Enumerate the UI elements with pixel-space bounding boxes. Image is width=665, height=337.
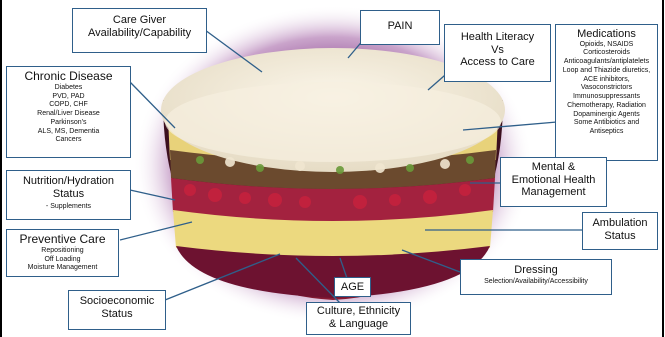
nutrition-line-1: Nutrition/Hydration [7,175,130,188]
nutrition-sub: - Supplements [7,203,130,212]
medications-item: Anticoagulants/antiplatelets [556,58,657,67]
mental-line-2: Emotional Health [501,174,606,187]
ambulation-line-2: Status [583,230,657,243]
medications-box: Medications Opioids, NSAIDS Corticostero… [555,24,658,161]
medications-item: Corticosteroids [556,49,657,58]
dressing-title: Dressing [461,264,611,277]
care-giver-box: Care Giver Availability/Capability [72,8,207,53]
chronic-disease-item: Diabetes [7,84,130,93]
dressing-box: Dressing Selection/Availability/Accessib… [460,259,612,295]
medications-item: Loop and Thiazide diuretics, [556,67,657,76]
medications-title: Medications [556,28,657,41]
chronic-disease-item: PVD, PAD [7,93,130,102]
nutrition-box: Nutrition/Hydration Status - Supplements [6,170,131,220]
age-label: AGE [335,281,370,294]
mental-line-3: Management [501,186,606,199]
socioeconomic-line-1: Socioeconomic [69,295,165,308]
health-literacy-line-2: Vs [445,44,550,57]
culture-line-1: Culture, Ethnicity [307,305,410,318]
age-box: AGE [334,277,371,297]
medications-item: ACE inhibitors, [556,76,657,85]
mental-line-1: Mental & [501,161,606,174]
preventive-item: Off Loading [7,256,118,265]
medications-item: Vasoconstrictors [556,84,657,93]
pain-box: PAIN [360,10,440,45]
preventive-item: Moisture Management [7,264,118,273]
medications-item: Dopaminergic Agents [556,111,657,120]
socioeconomic-box: Socioeconomic Status [68,290,166,330]
preventive-care-box: Preventive Care Repositioning Off Loadin… [6,229,119,277]
mental-health-box: Mental & Emotional Health Management [500,157,607,207]
care-giver-line-2: Availability/Capability [73,27,206,40]
health-literacy-line-3: Access to Care [445,56,550,69]
medications-item: Chemotherapy, Radiation [556,102,657,111]
culture-box: Culture, Ethnicity & Language [306,302,411,335]
ambulation-line-1: Ambulation [583,217,657,230]
chronic-disease-item: Parkinson's [7,119,130,128]
socioeconomic-line-2: Status [69,308,165,321]
nutrition-line-2: Status [7,188,130,201]
chronic-disease-title: Chronic Disease [7,70,130,84]
health-literacy-line-1: Health Literacy [445,31,550,44]
preventive-title: Preventive Care [7,233,118,247]
health-literacy-box: Health Literacy Vs Access to Care [444,24,551,82]
dressing-sub: Selection/Availability/Accessibility [461,278,611,287]
preventive-item: Repositioning [7,247,118,256]
chronic-disease-item: Cancers [7,136,130,145]
chronic-disease-item: ALS, MS, Dementia [7,128,130,137]
chronic-disease-box: Chronic Disease Diabetes PVD, PAD COPD, … [6,66,131,158]
pain-label: PAIN [361,20,439,33]
medications-item: Antiseptics [556,128,657,137]
chronic-disease-item: COPD, CHF [7,101,130,110]
ambulation-box: Ambulation Status [582,212,658,250]
medications-item: Opioids, NSAIDS [556,41,657,50]
care-giver-line-1: Care Giver [73,14,206,27]
culture-line-2: & Language [307,318,410,331]
chronic-disease-item: Renal/Liver Disease [7,110,130,119]
medications-item: Some Antibiotics and [556,119,657,128]
medications-item: Immunosuppressants [556,93,657,102]
